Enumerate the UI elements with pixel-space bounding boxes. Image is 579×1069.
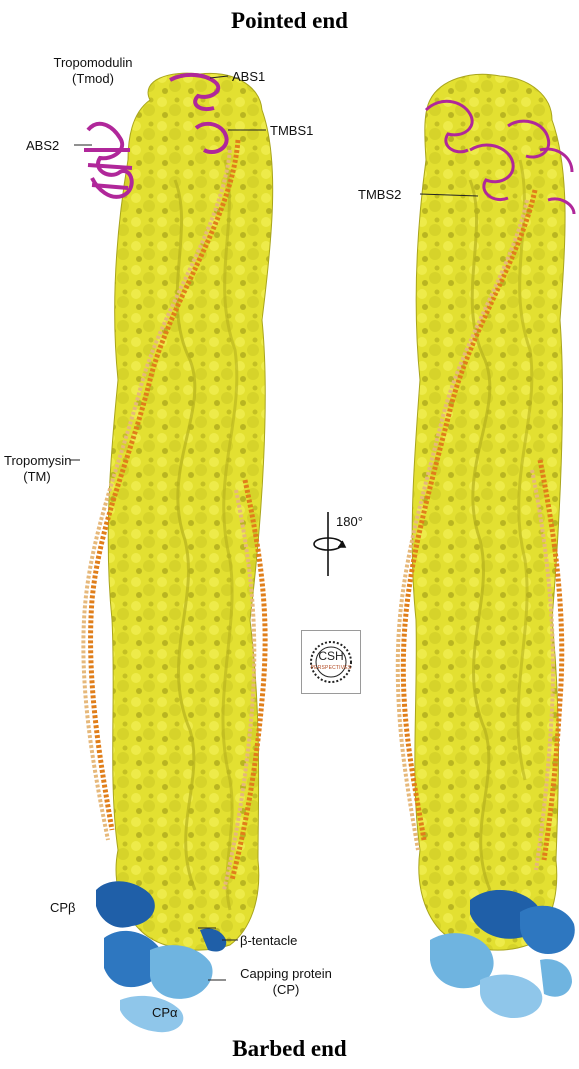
label-tropomysin: Tropomysin (4, 453, 70, 468)
label-rotation: 180° (336, 514, 363, 529)
label-cp-alpha: CPα (152, 1005, 178, 1020)
label-tropomodulin: Tropomodulin (48, 55, 138, 70)
label-tmbs2: TMBS2 (358, 187, 401, 202)
label-abs1: ABS1 (232, 69, 265, 84)
logo-text-perspectives: PERSPECTIVES (302, 665, 360, 671)
label-tmbs1: TMBS1 (270, 123, 313, 138)
logo-text-csh: CSH (302, 649, 360, 663)
label-cp-beta: CPβ (50, 900, 76, 915)
label-abs2: ABS2 (26, 138, 59, 153)
label-beta-tentacle: β-tentacle (240, 933, 297, 948)
label-capping-protein-abbr: (CP) (226, 982, 346, 997)
pointed-end-title: Pointed end (0, 8, 579, 34)
csh-perspectives-logo: CSH PERSPECTIVES (301, 630, 361, 694)
barbed-end-title: Barbed end (0, 1036, 579, 1062)
label-tropomodulin-abbr: (Tmod) (48, 71, 138, 86)
label-capping-protein: Capping protein (226, 966, 346, 981)
label-tropomysin-abbr: (TM) (4, 469, 70, 484)
